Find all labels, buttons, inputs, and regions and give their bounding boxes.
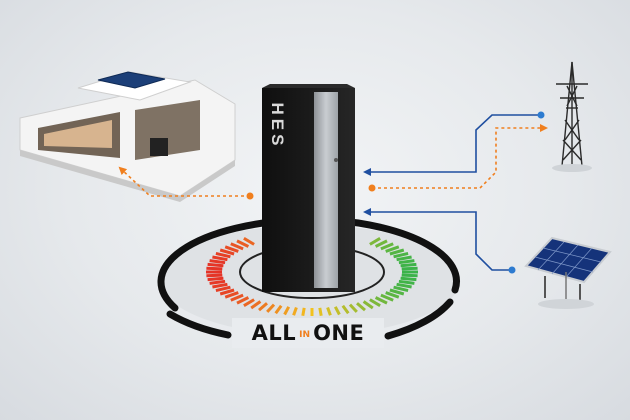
logo-word-all: ALL	[251, 321, 297, 345]
grid-input-arrow	[363, 114, 541, 176]
gauge-tick	[401, 273, 418, 278]
cabinet-door	[314, 92, 338, 288]
gauge-tick	[398, 279, 415, 285]
gauge-tick	[219, 288, 235, 296]
gauge-tick	[385, 245, 400, 253]
solar-input-arrow	[363, 208, 512, 271]
gauge-tick	[236, 296, 250, 305]
logo-word-one: ONE	[313, 321, 365, 345]
grid-export-arrow	[372, 124, 548, 189]
gauge-tick	[393, 251, 409, 259]
gauge-tick	[393, 285, 409, 293]
all-in-one-logo: ALL IN ONE	[232, 318, 384, 348]
gauge-tick	[215, 251, 231, 259]
gauge-tick	[369, 237, 381, 246]
gauge-tick	[380, 293, 394, 302]
outer-ring-bottom-right	[384, 298, 454, 340]
gauge-tick	[389, 288, 405, 296]
gauge-tick	[369, 298, 381, 307]
grid-input-dot	[537, 111, 545, 119]
gauge-tick	[250, 300, 262, 310]
gauge-tick	[318, 307, 323, 317]
gauge-tick	[266, 303, 276, 313]
power-pylon-icon	[556, 61, 588, 167]
gauge-tick	[389, 248, 405, 256]
logo-word-in: IN	[299, 330, 311, 340]
home-supply-arrow	[118, 166, 250, 197]
gauge-tick	[326, 306, 332, 316]
house-icon	[19, 71, 236, 202]
solar-shadow	[538, 299, 594, 309]
gauge-tick	[215, 285, 231, 293]
gauge-tick	[209, 259, 226, 265]
gauge-tick	[230, 293, 244, 302]
gauge-tick	[207, 262, 224, 268]
gauge-tick	[258, 302, 268, 312]
gauge-tick	[230, 242, 244, 251]
gauge-tick	[380, 242, 394, 251]
hes-cabinet	[262, 84, 355, 292]
gauge-tick	[374, 239, 388, 248]
pylon-shadow	[552, 164, 592, 172]
gauge-tick	[243, 298, 255, 307]
gauge-tick	[283, 306, 291, 316]
gauge-tick	[224, 291, 239, 299]
gauge-tick	[274, 304, 283, 315]
outer-ring-bottom-left	[166, 310, 232, 339]
gauge-tick	[243, 237, 255, 246]
energy-gauge	[206, 237, 418, 317]
home-supply-dot	[246, 192, 254, 200]
solar-input-dot	[508, 266, 516, 274]
gauge-tick	[396, 282, 412, 289]
gauge-tick	[219, 248, 235, 256]
gauge-tick	[209, 279, 226, 285]
gauge-tick	[224, 245, 239, 253]
door-lock	[334, 158, 338, 162]
gauge-tick	[400, 262, 417, 268]
gauge-tick	[212, 255, 228, 262]
gauge-tick	[206, 266, 223, 271]
gauge-tick	[401, 266, 418, 271]
gauge-tick	[292, 306, 298, 316]
grid-export-dot	[368, 184, 376, 192]
gauge-tick	[212, 282, 228, 289]
gauge-tick	[396, 255, 412, 262]
solar-panel-icon	[524, 236, 612, 306]
gauge-tick	[341, 304, 350, 315]
gauge-tick	[333, 306, 341, 316]
cabinet-label: HES	[268, 102, 287, 150]
gauge-tick	[362, 300, 374, 310]
outer-ring-left	[157, 216, 304, 312]
gauge-tick	[385, 291, 400, 299]
gauge-tick	[206, 273, 223, 278]
gauge-tick	[398, 259, 415, 265]
gauge-tick	[207, 276, 224, 282]
gauge-tick	[348, 303, 358, 313]
gauge-tick	[356, 302, 366, 312]
gauge-tick	[236, 239, 250, 248]
outer-ring-right	[326, 216, 460, 294]
gauge-tick	[374, 296, 388, 305]
gauge-tick	[400, 276, 417, 282]
gauge-tick	[301, 307, 306, 317]
